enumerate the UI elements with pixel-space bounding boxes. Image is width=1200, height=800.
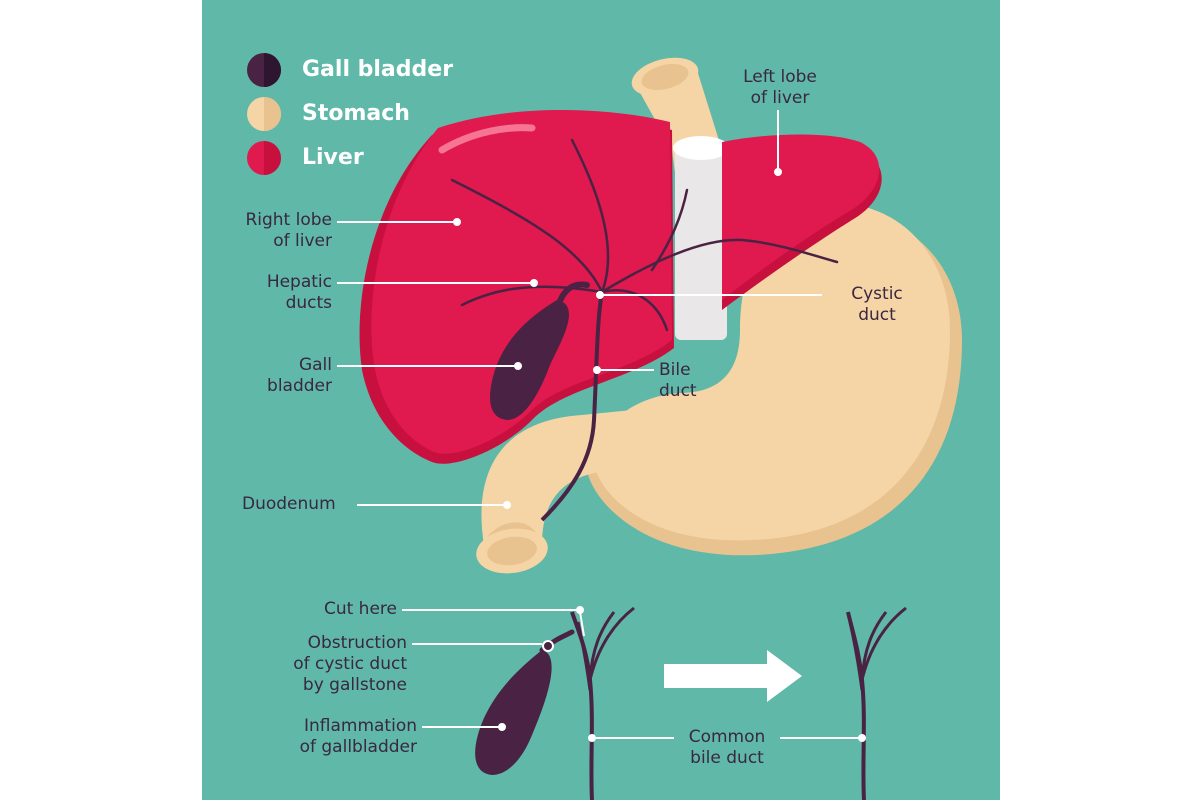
label-obstruction: Obstruction of cystic duct by gallstone (293, 633, 407, 695)
legend-label-stomach: Stomach (302, 101, 410, 126)
stomach (586, 202, 962, 556)
label-cut-here: Cut here (323, 599, 397, 619)
transition-arrow (664, 650, 802, 702)
legend-dots (247, 53, 281, 175)
label-inflammation: Inflammation of gallbladder (299, 716, 417, 757)
label-right-lobe: Right lobe of liver (245, 210, 332, 251)
label-cystic-duct: Cystic duct (851, 284, 903, 325)
label-bile-duct: Bile duct (659, 360, 697, 401)
bottom-bile-duct-after (846, 606, 907, 800)
bottom-gallbladder (475, 606, 635, 800)
label-hepatic-ducts: Hepatic ducts (266, 272, 332, 313)
anatomy-illustration (202, 0, 1000, 800)
label-common-bile-duct: Common bile duct (688, 727, 766, 768)
leader-lines (337, 110, 866, 742)
gallbladder (490, 281, 604, 522)
legend-label-gallbladder: Gall bladder (302, 57, 454, 82)
label-gall-bladder: Gall bladder (267, 355, 332, 396)
diagram-panel: Gall bladder Stomach Liver Left lobe of … (202, 0, 1000, 800)
label-duodenum: Duodenum (242, 494, 336, 514)
hepatic-duct-branches (450, 138, 839, 332)
label-left-lobe: Left lobe of liver (743, 67, 817, 108)
legend-label-liver: Liver (302, 145, 364, 170)
